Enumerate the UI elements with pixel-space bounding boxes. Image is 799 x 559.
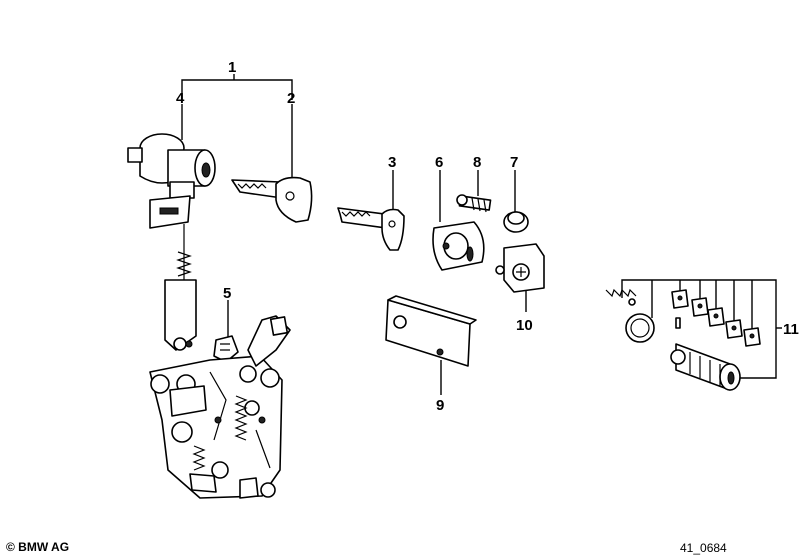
- cylinder-housing: [432, 221, 485, 271]
- callout-3: 3: [388, 154, 396, 171]
- callout-9: 9: [436, 397, 444, 414]
- callout-11: 11: [783, 321, 799, 338]
- lock-bracket: [495, 243, 545, 293]
- callout-5: 5: [223, 285, 231, 302]
- screw-pin: [456, 194, 492, 213]
- door-latch-mechanism: [149, 315, 291, 499]
- retaining-clip: [213, 335, 239, 363]
- leader-lines: [181, 74, 782, 395]
- cover-plate: [385, 295, 477, 367]
- callout-7: 7: [510, 154, 518, 171]
- callout-10: 10: [516, 317, 533, 334]
- key-main: [231, 176, 313, 223]
- key-secondary: [337, 207, 405, 251]
- callout-8: 8: [473, 154, 481, 171]
- repair-kit-parts: [605, 288, 761, 391]
- callout-6: 6: [435, 154, 443, 171]
- copyright-label: © BMW AG: [6, 540, 70, 554]
- cap-nut: [503, 211, 529, 233]
- callout-1: 1: [228, 59, 236, 76]
- diagram-code: 41_0684: [680, 541, 727, 555]
- callout-4: 4: [176, 90, 185, 107]
- lock-cylinder-with-rod: [127, 133, 216, 351]
- callout-2: 2: [287, 90, 295, 107]
